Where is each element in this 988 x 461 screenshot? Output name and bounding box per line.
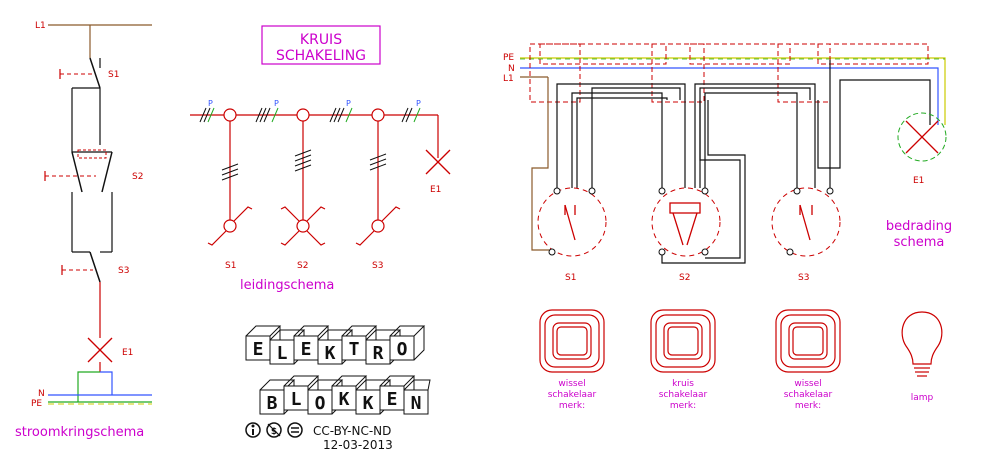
leiding-p2: P — [274, 99, 279, 108]
l1-label: L1 — [35, 21, 46, 31]
svg-text:$: $ — [271, 427, 277, 437]
title-line2: SCHAKELING — [276, 48, 366, 64]
pe-label: PE — [31, 399, 42, 409]
title-frame — [261, 25, 381, 65]
bed-caption-line2: schema — [894, 235, 945, 250]
s1-label: S1 — [108, 70, 119, 80]
symbol-lamp — [901, 311, 943, 377]
switch-symbols: wissel schakelaar merk: kruis schakelaar… — [539, 309, 943, 411]
e1-label: E1 — [122, 348, 133, 358]
symbol-wissel-2 — [775, 309, 841, 373]
logo-r2-c2: L — [291, 389, 302, 410]
symbol-2-line2: schakelaar — [659, 390, 708, 400]
logo-r1-c5: T — [349, 339, 360, 360]
logo-r2-c6: E — [387, 389, 398, 410]
s3-contact — [89, 251, 101, 283]
title-block: KRUIS SCHAKELING — [261, 25, 381, 65]
bedrading-schema: PE N L1 — [503, 43, 952, 283]
junction-box-1 — [529, 43, 581, 103]
logo-r2-c5: K — [363, 393, 374, 414]
logo-r2-c4: K — [339, 389, 350, 410]
s2-label: S2 — [132, 172, 143, 182]
elektroblokken-logo: E L E K T R O B L O K K E N — [245, 325, 431, 452]
bed-n-label: N — [508, 64, 515, 74]
bed-l1-label: L1 — [503, 74, 514, 84]
bed-s3-circle — [771, 187, 841, 257]
leiding-s1-symbol — [223, 219, 237, 233]
bed-s1-circle — [537, 187, 607, 257]
bed-s2-label: S2 — [679, 273, 690, 283]
bed-s1-label: S1 — [565, 273, 576, 283]
logo-row2: B L O K K E N — [259, 375, 431, 415]
cc-nd-icon — [287, 422, 303, 438]
junction-1 — [223, 108, 237, 122]
leiding-e1-label: E1 — [430, 185, 441, 195]
stroomkring-caption: stroomkringschema — [15, 425, 144, 440]
symbol-kruis — [650, 309, 716, 373]
symbol-1-line3: merk: — [559, 401, 585, 411]
leiding-s2-symbol — [296, 219, 310, 233]
leiding-s1-label: S1 — [225, 261, 236, 271]
n-label: N — [38, 389, 45, 399]
bed-n-line — [520, 67, 939, 125]
logo-r1-c2: L — [277, 343, 288, 364]
title-line1: KRUIS — [300, 32, 342, 48]
symbol-1-line2: schakelaar — [548, 390, 597, 400]
symbol-1-line1: wissel — [558, 379, 585, 389]
bed-pe-label: PE — [503, 53, 514, 63]
logo-r2-c3: O — [315, 393, 326, 414]
junction-2 — [296, 108, 310, 122]
s1-contact — [89, 57, 101, 89]
leiding-s2-label: S2 — [297, 261, 308, 271]
leiding-s3-label: S3 — [372, 261, 383, 271]
bed-e1-circle — [897, 112, 947, 162]
leiding-s3-symbol — [371, 219, 385, 233]
s3-label: S3 — [118, 266, 129, 276]
logo-r2-c7: N — [411, 393, 422, 414]
leiding-p4: P — [416, 99, 421, 108]
logo-r1-c3: E — [301, 339, 312, 360]
bed-s2-circle — [651, 187, 721, 257]
logo-r1-c7: O — [397, 339, 408, 360]
bed-caption-line1: bedrading — [886, 219, 952, 234]
bed-e1-label: E1 — [913, 176, 924, 186]
symbol-3-line1: wissel — [794, 379, 821, 389]
logo-r2-c1: B — [267, 393, 278, 414]
leiding-caption: leidingschema — [240, 278, 334, 293]
logo-r1-c6: R — [373, 343, 384, 364]
symbol-4-line1: lamp — [911, 393, 934, 403]
symbol-2-line3: merk: — [670, 401, 696, 411]
date-text: 12-03-2013 — [323, 438, 393, 452]
leiding-schema: P P P P E1 S1 S2 S3 le — [190, 99, 451, 293]
s2-contact-b — [101, 151, 113, 193]
symbol-2-line1: kruis — [672, 379, 694, 389]
symbol-3-line2: schakelaar — [784, 390, 833, 400]
bed-pe-line — [520, 57, 946, 125]
logo-row1: E L E K T R O — [245, 325, 426, 365]
logo-r1-c4: K — [325, 343, 336, 364]
license-text: CC-BY-NC-ND — [313, 424, 391, 438]
symbol-wissel-1 — [539, 309, 605, 373]
bed-s3-label: S3 — [798, 273, 809, 283]
cc-license-icons: $ — [245, 422, 303, 438]
junction-3 — [371, 108, 385, 122]
leiding-p3: P — [346, 99, 351, 108]
symbol-3-line3: merk: — [795, 401, 821, 411]
junction-box-2 — [651, 43, 705, 103]
lamp-bulb-icon — [901, 311, 943, 365]
s2-contact-a — [71, 151, 83, 193]
leiding-p1: P — [208, 99, 213, 108]
stroomkring-schema: L1 S1 S2 S3 E1 — [15, 21, 152, 440]
logo-r1-c1: E — [253, 339, 264, 360]
